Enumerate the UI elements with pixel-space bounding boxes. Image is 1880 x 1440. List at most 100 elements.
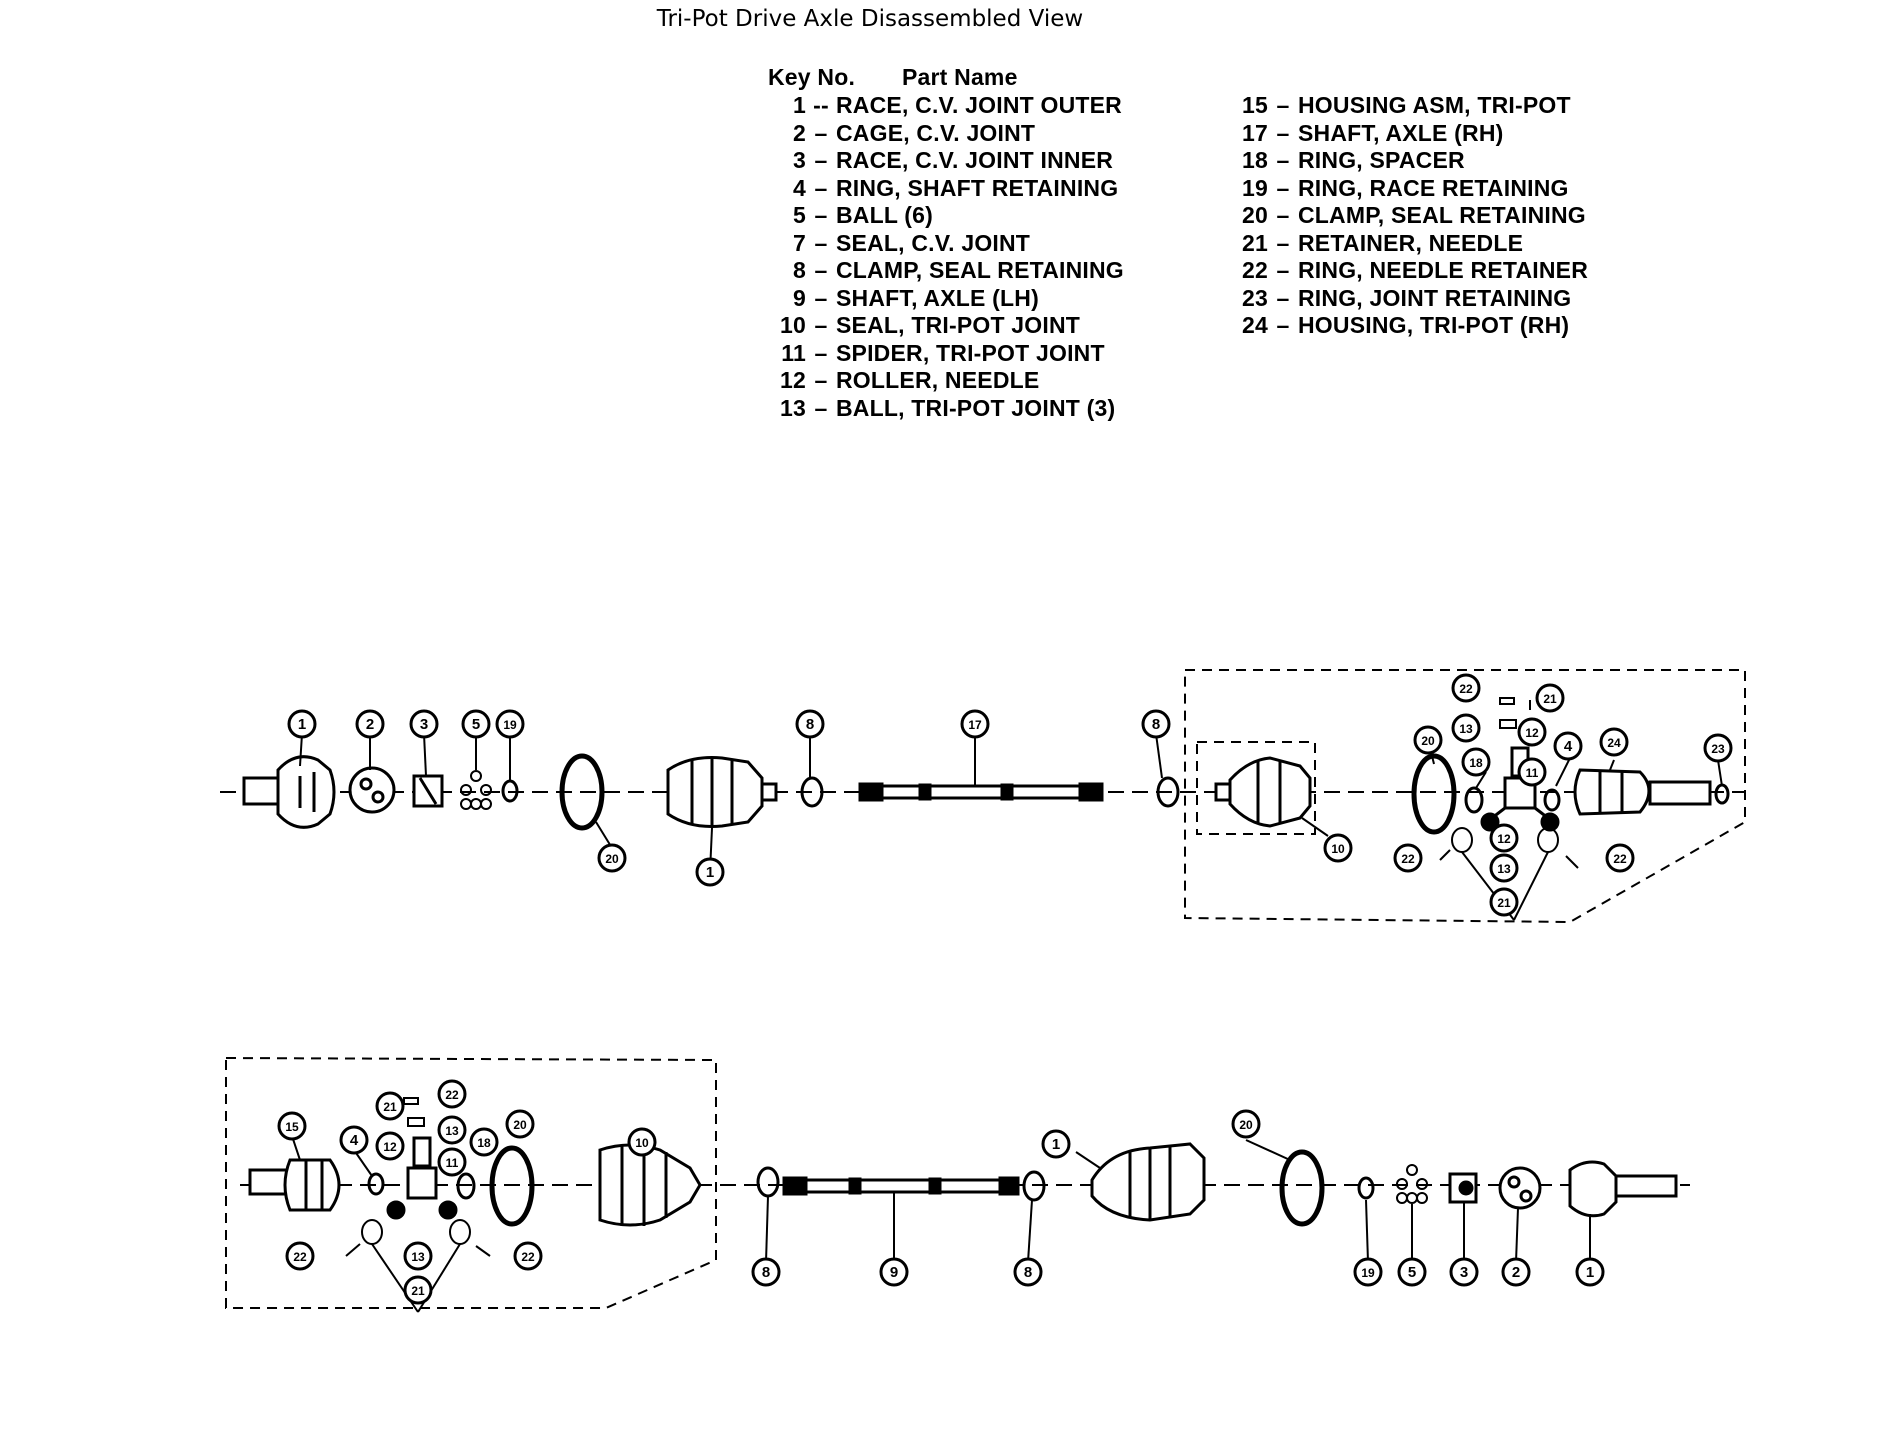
key-row: 2–CAGE, C.V. JOINT (768, 120, 1124, 148)
part-name: RING, JOINT RETAINING (1298, 284, 1572, 311)
callout-number: 21 (1543, 692, 1557, 706)
callout-number: 2 (1512, 1264, 1520, 1281)
key-separator: – (814, 119, 828, 146)
callout-bubble (1013, 1257, 1043, 1287)
key-row: 7–SEAL, C.V. JOINT (768, 230, 1124, 258)
callout-bubble (355, 709, 385, 739)
key-row: 12–ROLLER, NEEDLE (768, 367, 1124, 395)
key-row: 1--RACE, C.V. JOINT OUTER (768, 92, 1124, 120)
callout-bubble (1489, 823, 1519, 853)
parts-key-header: Key No. Part Name (768, 64, 1018, 92)
callout-number: 20 (513, 1118, 527, 1132)
bottom-callout-5: 5 (1397, 1257, 1427, 1287)
part-name: SPIDER, TRI-POT JOINT (836, 339, 1105, 366)
top-callout-3: 3 (409, 709, 439, 739)
bottom-assembly (225, 1056, 1690, 1313)
callout-bubble (409, 709, 439, 739)
top-callout-1: 1 (287, 709, 317, 739)
callout-number: 22 (521, 1250, 535, 1264)
callout-bubble (461, 709, 491, 739)
callout-number: 3 (420, 716, 428, 733)
callout-bubble (751, 1257, 781, 1287)
top-callout-20: 20 (1413, 725, 1443, 755)
bottom-callout-4: 4 (339, 1125, 369, 1155)
race-ring-part (1357, 1176, 1375, 1200)
key-separator: – (814, 257, 828, 283)
clamp-part (756, 1166, 780, 1198)
key-row: 22–RING, NEEDLE RETAINER (1230, 257, 1588, 285)
bottom-callout-8: 8 (751, 1257, 781, 1287)
part-name: BALL (6) (836, 202, 934, 228)
clamp-ring-part (1411, 753, 1457, 835)
callout-number: 12 (1497, 832, 1511, 846)
callout-bubble (513, 1241, 543, 1271)
parts-key-left-column: 1--RACE, C.V. JOINT OUTER 2–CAGE, C.V. J… (768, 92, 1124, 422)
key-separator: – (1276, 257, 1290, 283)
key-number: 13 (780, 394, 806, 421)
outer-race-part (1568, 1160, 1678, 1218)
callout-bubble (495, 709, 525, 739)
part-name: RETAINER, NEEDLE (1298, 229, 1524, 256)
bottom-callout-15: 15 (277, 1111, 307, 1141)
part-name: RING, NEEDLE RETAINER (1298, 257, 1589, 283)
top-callout-21: 21 (1489, 887, 1519, 917)
tripot-dashed-box (1184, 669, 1746, 924)
key-row: 18–RING, SPACER (1230, 147, 1588, 175)
callout-bubble (287, 709, 317, 739)
top-callout-22: 22 (1605, 843, 1635, 873)
bottom-callout-8: 8 (1013, 1257, 1043, 1287)
cage-part (1498, 1166, 1542, 1210)
part-name-header: Part Name (902, 64, 1018, 90)
callout-bubble (277, 1111, 307, 1141)
bottom-callout-20: 20 (1231, 1109, 1261, 1139)
callout-number: 20 (605, 852, 619, 866)
callout-number: 1 (706, 864, 714, 881)
key-separator: – (814, 174, 828, 201)
clamp-part (1156, 776, 1180, 808)
bottom-callout-19: 19 (1353, 1257, 1383, 1287)
top-callout-21: 21 (1535, 683, 1565, 713)
callout-number: 24 (1607, 736, 1621, 750)
callout-bubble (403, 1275, 433, 1305)
tripot-housing-part (1573, 768, 1712, 816)
tripot-housing-part (248, 1158, 341, 1212)
bottom-callout-10: 10 (627, 1127, 657, 1157)
key-separator: -- (813, 92, 829, 118)
callout-bubble (960, 709, 990, 739)
tripot-seal-part (598, 1143, 702, 1227)
top-callout-11: 11 (1517, 757, 1547, 787)
part-name: RACE, C.V. JOINT INNER (836, 147, 1114, 173)
key-row: 8–CLAMP, SEAL RETAINING (768, 257, 1124, 285)
callout-number: 22 (445, 1088, 459, 1102)
callout-bubble (1553, 731, 1583, 761)
callout-bubble (339, 1125, 369, 1155)
key-separator: – (1276, 174, 1290, 201)
needle-parts (345, 1097, 491, 1257)
key-number: 17 (1242, 119, 1268, 146)
callout-bubble (469, 1127, 499, 1157)
top-callout-2: 2 (355, 709, 385, 739)
part-name: CLAMP, SEAL RETAINING (836, 257, 1124, 283)
spacer-ring-part (456, 1172, 476, 1200)
key-separator: – (814, 147, 828, 173)
callout-number: 4 (1564, 738, 1573, 755)
top-callout-22: 22 (1393, 843, 1423, 873)
callout-bubble (1413, 725, 1443, 755)
callout-number: 15 (285, 1120, 299, 1134)
part-name: ROLLER, NEEDLE (836, 367, 1040, 393)
key-separator: – (814, 394, 828, 421)
callout-number: 21 (411, 1284, 425, 1298)
key-no-header: Key No. (768, 64, 856, 90)
callout-number: 8 (762, 1264, 770, 1281)
top-callout-22: 22 (1451, 673, 1481, 703)
part-name: SHAFT, AXLE (RH) (1298, 119, 1504, 146)
callout-number: 13 (1459, 722, 1473, 736)
callout-bubble (1489, 887, 1519, 917)
callout-bubble (1323, 833, 1353, 863)
axle-shaft-lh-part (782, 1176, 1020, 1196)
callout-number: 5 (1408, 1264, 1416, 1281)
callout-number: 22 (1401, 852, 1415, 866)
callout-number: 1 (298, 716, 306, 733)
callout-number: 9 (890, 1264, 898, 1281)
key-number: 15 (1242, 92, 1268, 118)
